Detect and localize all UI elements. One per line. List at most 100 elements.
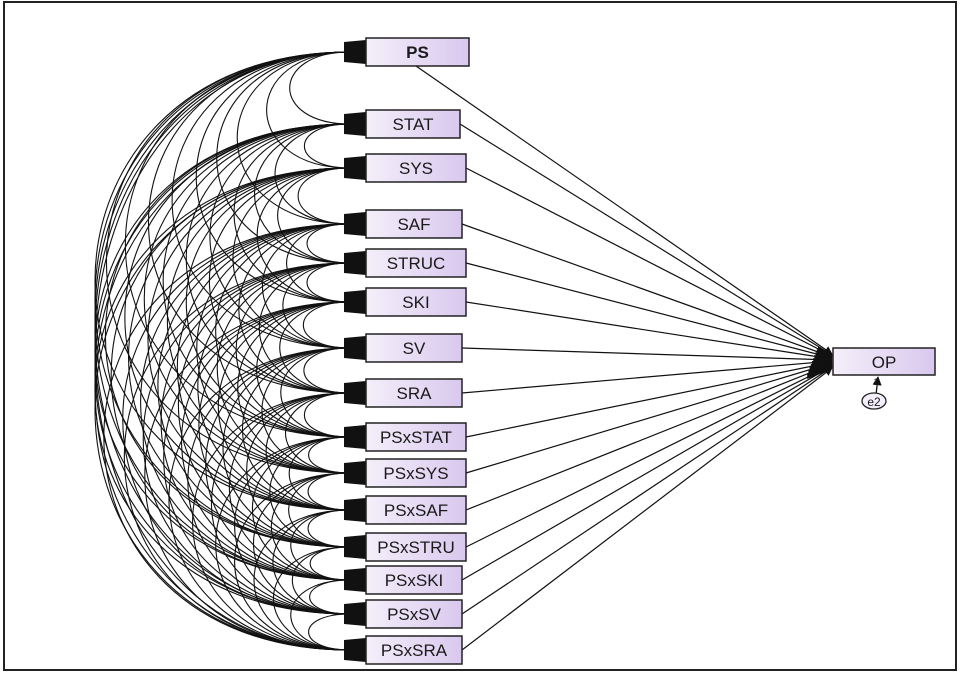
covariance-arc-4-9 bbox=[216, 262, 351, 474]
predictor-node-8: PSxSTAT bbox=[344, 422, 467, 452]
predictor-label-4: STRUC bbox=[387, 254, 446, 273]
covariance-arc-7-14 bbox=[192, 392, 351, 651]
covariance-arc-2-4 bbox=[277, 167, 351, 264]
predictor-node-14: PSxSRA bbox=[344, 635, 463, 665]
predictor-label-11: PSxSTRU bbox=[377, 538, 454, 557]
covariance-arc-0-7 bbox=[147, 51, 351, 394]
covariance-arc-4-6 bbox=[282, 262, 351, 349]
covariance-arrowheads-5 bbox=[344, 290, 366, 314]
covariance-arc-9-12 bbox=[270, 472, 351, 581]
covariance-arc-5-7 bbox=[279, 301, 351, 394]
covariance-arc-10-14 bbox=[253, 509, 351, 651]
predictor-label-3: SAF bbox=[397, 215, 430, 234]
covariance-arc-3-5 bbox=[286, 223, 351, 303]
predictor-box-0 bbox=[365, 37, 470, 67]
predictor-box-7 bbox=[365, 378, 463, 408]
predictor-box-4 bbox=[365, 248, 467, 278]
predictor-nodes: PSSTATSYSSAFSTRUCSKISVSRAPSxSTATPSxSYSPS… bbox=[344, 37, 470, 665]
covariance-arc-2-8 bbox=[185, 167, 351, 438]
covariance-arc-3-14 bbox=[103, 223, 351, 651]
path-line-10 bbox=[465, 362, 833, 511]
predictor-box-2 bbox=[365, 153, 467, 183]
covariance-arrowheads-2 bbox=[344, 156, 366, 180]
covariance-arc-0-10 bbox=[94, 51, 351, 511]
covariance-arc-7-10 bbox=[265, 392, 351, 511]
covariance-arrowheads-6 bbox=[344, 336, 366, 360]
covariance-arrowheads-8 bbox=[344, 425, 366, 449]
arrowhead-wedge-0 bbox=[818, 346, 832, 356]
covariance-arrowheads-14 bbox=[344, 638, 366, 662]
covariance-arc-1-4 bbox=[253, 123, 351, 264]
path-line-4 bbox=[465, 262, 833, 361]
covariance-arc-6-8 bbox=[280, 347, 351, 438]
predictor-node-13: PSxSV bbox=[344, 599, 463, 629]
predictor-node-5: SKI bbox=[344, 287, 467, 317]
covariance-arc-5-11 bbox=[198, 301, 351, 548]
error-label: e2 bbox=[867, 395, 881, 409]
covariance-arc-3-12 bbox=[140, 223, 351, 581]
covariance-arrowheads-12 bbox=[344, 568, 366, 592]
covariance-arc-8-10 bbox=[288, 436, 351, 511]
predictor-node-9: PSxSYS bbox=[344, 458, 467, 488]
covariance-arc-2-5 bbox=[256, 167, 351, 303]
predictor-node-7: SRA bbox=[344, 378, 463, 408]
path-line-0 bbox=[415, 65, 833, 355]
covariance-arc-9-14 bbox=[234, 472, 351, 651]
predictor-label-10: PSxSAF bbox=[384, 501, 448, 520]
covariance-arc-11-14 bbox=[272, 546, 351, 651]
covariance-arc-0-2 bbox=[266, 51, 351, 169]
covariance-arc-1-7 bbox=[185, 123, 351, 394]
predictor-node-2: SYS bbox=[344, 153, 467, 183]
predictor-node-10: PSxSAF bbox=[344, 495, 467, 525]
covariance-arc-6-13 bbox=[187, 347, 351, 615]
covariance-arrowheads-3 bbox=[344, 212, 366, 236]
predictor-node-4: STRUC bbox=[344, 248, 467, 278]
covariance-arc-5-13 bbox=[163, 301, 351, 615]
error-term: 1 e2 bbox=[861, 376, 887, 410]
predictor-box-8 bbox=[365, 422, 467, 452]
predictor-node-6: SV bbox=[344, 333, 463, 363]
covariance-arc-7-12 bbox=[229, 392, 351, 581]
covariance-arc-8-11 bbox=[269, 436, 351, 548]
path-line-14 bbox=[461, 367, 833, 651]
covariance-arc-1-6 bbox=[209, 123, 351, 349]
path-line-6 bbox=[461, 347, 833, 364]
predictor-box-3 bbox=[365, 209, 463, 239]
covariance-arc-5-14 bbox=[144, 301, 351, 651]
predictor-label-8: PSxSTAT bbox=[380, 428, 452, 447]
predictor-node-11: PSxSTRU bbox=[344, 532, 467, 562]
covariance-arc-0-13 bbox=[94, 51, 351, 615]
predictor-label-5: SKI bbox=[402, 293, 429, 312]
covariance-arc-1-13 bbox=[94, 123, 351, 615]
covariance-arc-2-9 bbox=[167, 167, 351, 474]
covariance-arc-2-11 bbox=[127, 167, 351, 548]
outcome-box bbox=[832, 347, 936, 376]
predictor-label-14: PSxSRA bbox=[381, 641, 448, 660]
covariance-arc-7-9 bbox=[284, 392, 351, 474]
predictor-box-13 bbox=[365, 599, 463, 629]
predictor-label-6: SV bbox=[403, 339, 426, 358]
covariance-arc-6-14 bbox=[168, 347, 351, 651]
predictor-box-6 bbox=[365, 333, 463, 363]
arrowhead-wedge-9 bbox=[807, 369, 832, 379]
path-line-9 bbox=[465, 361, 833, 474]
predictor-label-7: SRA bbox=[397, 384, 433, 403]
predictor-node-3: SAF bbox=[344, 209, 463, 239]
predictor-label-2: SYS bbox=[399, 159, 433, 178]
covariance-arc-2-3 bbox=[297, 167, 351, 225]
covariance-arrowheads-0 bbox=[344, 40, 366, 64]
covariance-arc-4-14 bbox=[123, 262, 351, 651]
covariance-arc-4-11 bbox=[177, 262, 351, 548]
covariance-arc-6-11 bbox=[222, 347, 351, 548]
predictor-box-1 bbox=[365, 109, 461, 139]
predictor-box-5 bbox=[365, 287, 467, 317]
covariance-arc-4-8 bbox=[235, 262, 351, 438]
covariance-arc-6-10 bbox=[241, 347, 351, 511]
covariance-arc-13-14 bbox=[308, 613, 351, 651]
covariance-arrowheads-11 bbox=[344, 535, 366, 559]
path-line-13 bbox=[461, 366, 833, 615]
covariance-arc-10-13 bbox=[272, 509, 351, 615]
covariance-arc-0-3 bbox=[236, 51, 351, 225]
